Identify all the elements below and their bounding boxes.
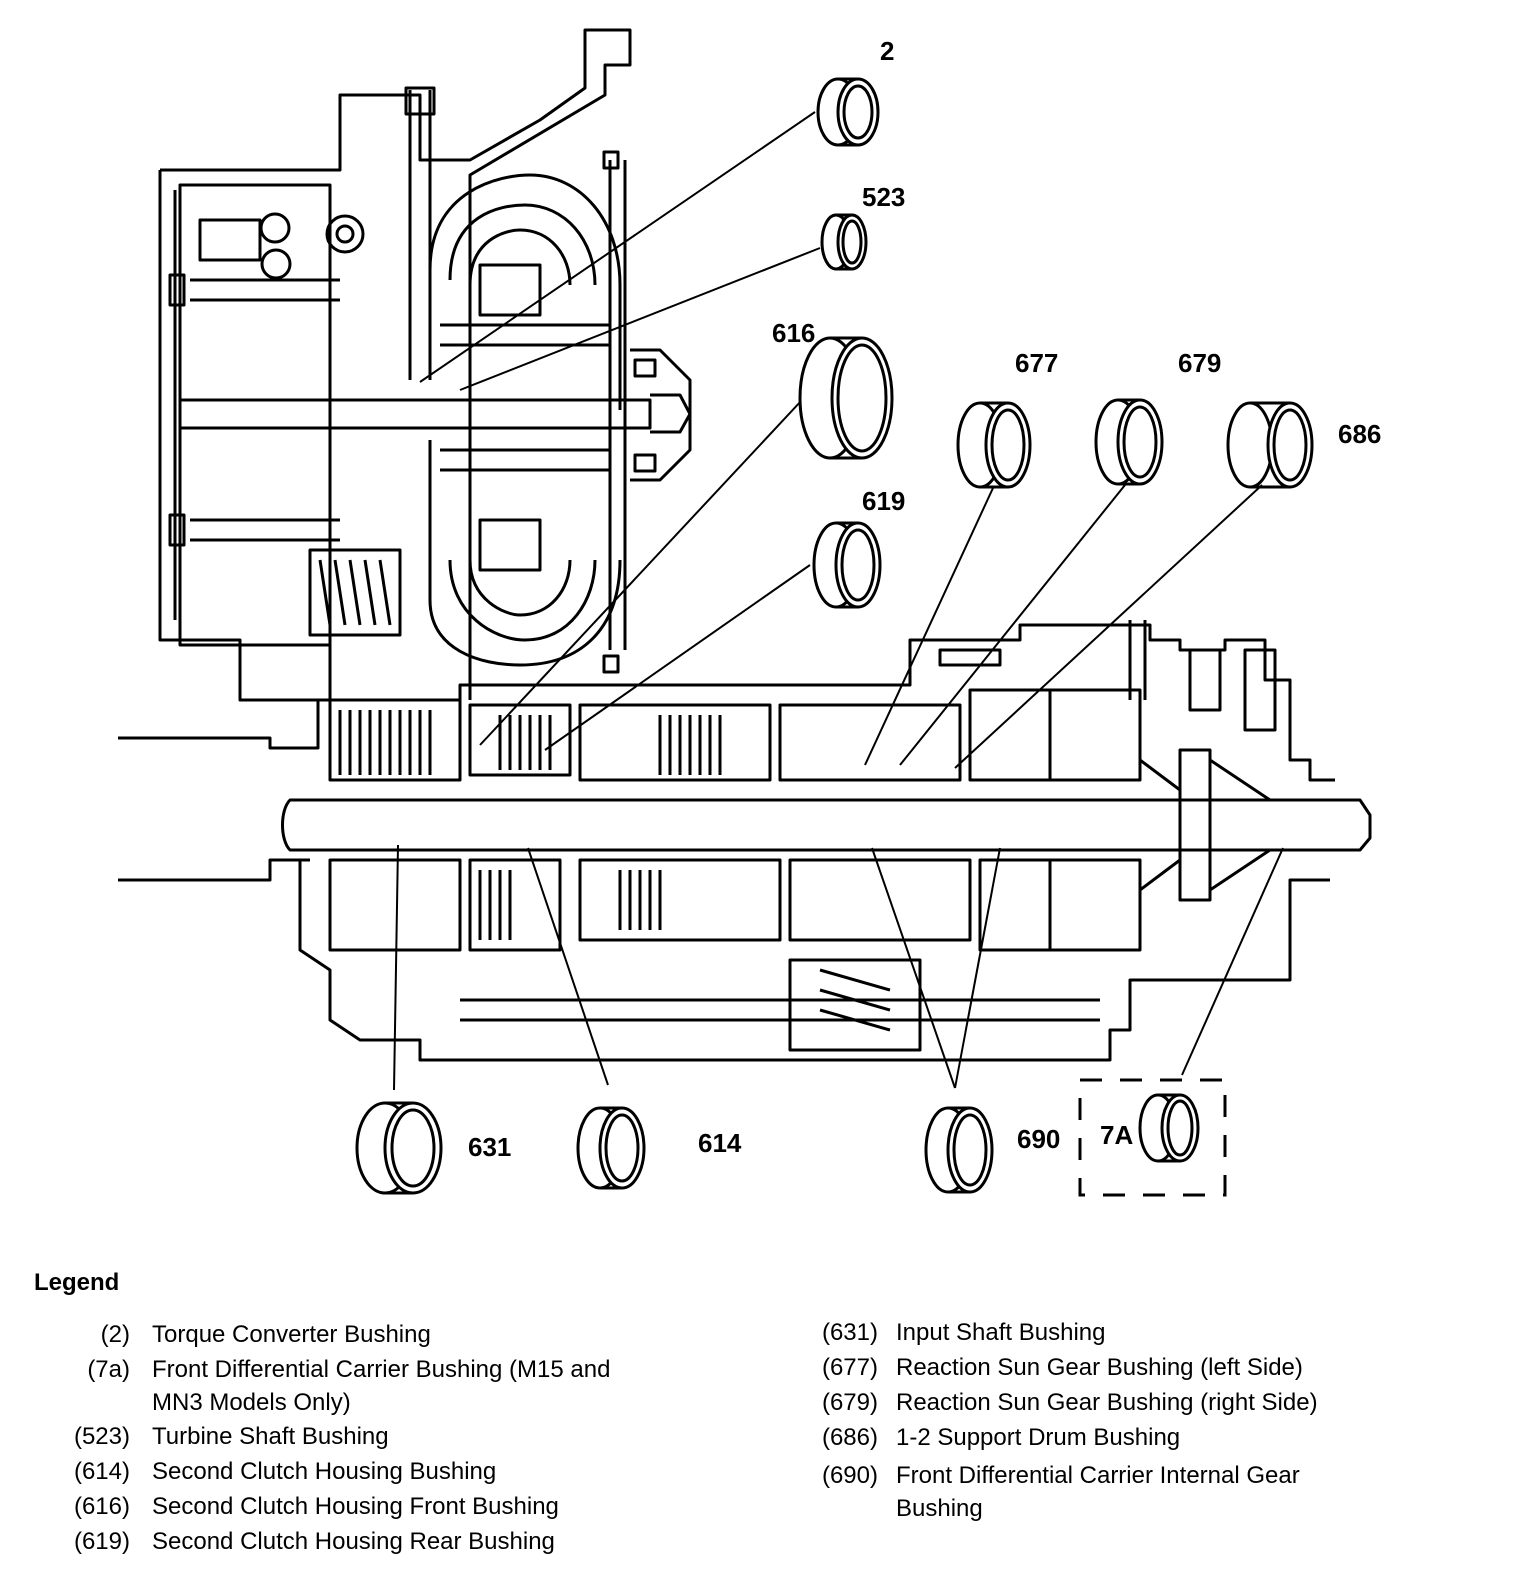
legend-description: Input Shaft Bushing	[896, 1319, 1106, 1346]
lower-internals	[328, 858, 1142, 1052]
turbine-shaft	[168, 273, 692, 547]
legend-item-690: (690) Front Differential Carrier Interna…	[808, 1459, 1488, 1525]
callout-614: 614	[698, 1128, 742, 1158]
legend-description: Reaction Sun Gear Bushing (right Side)	[896, 1389, 1318, 1416]
legend-description: Reaction Sun Gear Bushing (left Side)	[896, 1354, 1303, 1381]
legend-number: (2)	[100, 1321, 130, 1348]
accumulator-springs	[308, 548, 402, 637]
callout-523: 523	[862, 182, 905, 212]
legend-item-679: (679) Reaction Sun Gear Bushing (right S…	[808, 1386, 1488, 1419]
bushing-614-icon	[576, 1106, 646, 1190]
legend-description: Front Differential Carrier Internal Gear	[896, 1462, 1300, 1489]
callout-690: 690	[1017, 1124, 1060, 1154]
legend-number: (631)	[821, 1319, 878, 1346]
legend-number: (690)	[821, 1462, 878, 1489]
bushing-7a-icon	[1138, 1093, 1200, 1163]
transmission-case-upper	[158, 28, 632, 702]
legend-item-686: (686) 1-2 Support Drum Bushing	[808, 1421, 1488, 1454]
bushing-677-icon	[956, 401, 1032, 489]
legend-description: Second Clutch Housing Bushing	[152, 1458, 497, 1485]
callout-686: 686	[1338, 419, 1381, 449]
legend-description: Second Clutch Housing Rear Bushing	[152, 1528, 555, 1555]
legend-description: Torque Converter Bushing	[152, 1321, 431, 1348]
legend-description: 1-2 Support Drum Bushing	[896, 1424, 1181, 1451]
legend-item-677: (677) Reaction Sun Gear Bushing (left Si…	[808, 1351, 1488, 1384]
legend-item-619: (619) Second Clutch Housing Rear Bushing	[30, 1525, 730, 1558]
transmission-case-lower	[118, 620, 1335, 1062]
legend-item-7a: (7a) Front Differential Carrier Bushing …	[30, 1353, 730, 1419]
transmission-cutaway-diagram: 2 523 616 619 677 679 686 631 614 690 7A	[118, 28, 1381, 1197]
legend-number: (523)	[73, 1423, 130, 1450]
bushing-631-icon	[355, 1101, 443, 1195]
legend-number: (614)	[73, 1458, 130, 1485]
bushing-616-icon	[798, 336, 894, 460]
legend-number: (677)	[821, 1354, 878, 1381]
leader-lines	[393, 111, 1284, 1091]
option-box-7a	[1078, 1078, 1227, 1197]
legend-description: Second Clutch Housing Front Bushing	[152, 1493, 559, 1520]
callout-619: 619	[862, 486, 905, 516]
bushing-619-icon	[812, 521, 882, 609]
legend-number: (7a)	[87, 1356, 130, 1383]
callout-2: 2	[880, 36, 894, 66]
pump-assembly	[428, 173, 622, 667]
bushings	[355, 77, 1314, 1195]
legend-number: (686)	[821, 1424, 878, 1451]
legend-description-continued: Bushing	[896, 1495, 983, 1522]
legend-item-2: (2) Torque Converter Bushing	[30, 1318, 730, 1351]
callout-616: 616	[772, 318, 815, 348]
legend-item-523: (523) Turbine Shaft Bushing	[30, 1420, 730, 1453]
bushing-686-icon	[1226, 401, 1314, 489]
legend-number: (619)	[73, 1528, 130, 1555]
legend-description-continued: MN3 Models Only)	[152, 1389, 351, 1416]
legend-description: Turbine Shaft Bushing	[152, 1423, 389, 1450]
bushing-679-icon	[1094, 398, 1164, 486]
legend-item-631: (631) Input Shaft Bushing	[808, 1316, 1488, 1349]
legend-description: Front Differential Carrier Bushing (M15 …	[152, 1356, 611, 1383]
legend-item-614: (614) Second Clutch Housing Bushing	[30, 1455, 730, 1488]
bushing-2-icon	[816, 77, 880, 147]
callout-7a: 7A	[1100, 1120, 1133, 1150]
legend-number: (616)	[73, 1493, 130, 1520]
input-shaft	[281, 748, 1372, 902]
bushing-523-icon	[820, 213, 868, 271]
legend-title: Legend	[34, 1269, 120, 1296]
callout-677: 677	[1015, 348, 1058, 378]
legend-number: (679)	[821, 1389, 878, 1416]
bushing-690-icon	[924, 1106, 994, 1194]
callout-631: 631	[468, 1132, 511, 1162]
callout-679: 679	[1178, 348, 1221, 378]
legend-item-616: (616) Second Clutch Housing Front Bushin…	[30, 1490, 730, 1523]
